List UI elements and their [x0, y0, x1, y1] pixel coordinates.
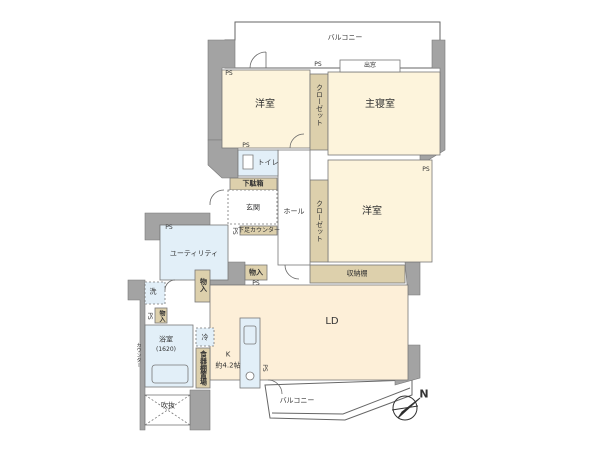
label-hall: ホール: [283, 207, 305, 216]
label-western-room-1: 洋室: [255, 99, 275, 110]
label-void: 吹抜: [161, 401, 175, 410]
label-bathroom-size: (1620): [156, 346, 176, 353]
label-shoe-box: 下駄箱: [242, 179, 264, 188]
balcony-top-outline: [224, 21, 441, 69]
room-master-bedroom: [327, 71, 441, 156]
entrance: [227, 189, 278, 225]
storage-shelf: [309, 264, 406, 284]
compass-icon: [391, 395, 421, 421]
label-closet-1: クローゼット: [315, 84, 324, 126]
label-toilet: トイレ: [257, 158, 279, 167]
toilet-icon: [242, 154, 254, 170]
label-master-bedroom: 主寝室: [365, 99, 395, 110]
label-shoe-counter: 下足カウンター: [237, 227, 281, 234]
label-demado: 出窓: [363, 62, 377, 69]
label-ps: PS: [252, 280, 260, 287]
label-bathroom: 浴室: [159, 335, 173, 344]
label-western-room-2: 洋室: [362, 206, 382, 217]
label-counter: カウンター: [135, 342, 142, 368]
balcony-bottom-rail: [271, 387, 411, 415]
shoe-counter: [239, 225, 278, 236]
label-fridge: 冷: [201, 333, 209, 342]
balcony-bottom-outline: [264, 379, 413, 421]
label-washer: 洗: [149, 287, 157, 296]
label-ps: PS: [242, 142, 250, 149]
label-ps: PS: [422, 166, 430, 173]
label-balcony-top: バルコニー: [327, 33, 363, 42]
washer-area: [144, 281, 166, 305]
label-ps: PS: [165, 224, 173, 231]
label-kitchen: K: [225, 350, 231, 359]
label-storage-bath: 物入: [158, 310, 165, 322]
label-ps: PS: [225, 70, 233, 77]
door-swing-icon: [164, 51, 305, 395]
bathtub-icon: [151, 364, 189, 384]
fridge-space: [195, 327, 215, 347]
label-compass-north: N: [419, 387, 429, 401]
void-cross: [144, 394, 191, 426]
room-western-1: [221, 69, 311, 149]
label-storage-small: 物入: [249, 268, 263, 277]
label-ps: PS: [146, 312, 153, 320]
label-ld: LD: [325, 316, 339, 327]
cupboard-space: [195, 347, 211, 389]
hall: [277, 149, 311, 266]
label-ps: PS: [261, 364, 268, 372]
storage-small: [244, 264, 268, 281]
label-closet-2: クローゼット: [315, 200, 324, 242]
label-storage-utility: 物入: [199, 278, 208, 292]
label-balcony-bottom: バルコニー: [279, 396, 315, 405]
label-kitchen-size: 約4.2帖: [215, 361, 241, 370]
label-entrance: 玄関: [246, 203, 260, 212]
stove-icon: [245, 371, 255, 381]
label-storage-shelf: 収納棚: [346, 269, 368, 278]
label-ps: PS: [314, 61, 322, 68]
label-ps: PS: [231, 227, 238, 235]
label-utility: ユーティリティ: [169, 249, 219, 258]
demado: [339, 59, 401, 73]
utility-room: [159, 224, 229, 281]
sink-icon: [243, 325, 257, 345]
label-cupboard-space: 食器棚置場: [199, 350, 208, 386]
bath-storage: [154, 307, 168, 324]
